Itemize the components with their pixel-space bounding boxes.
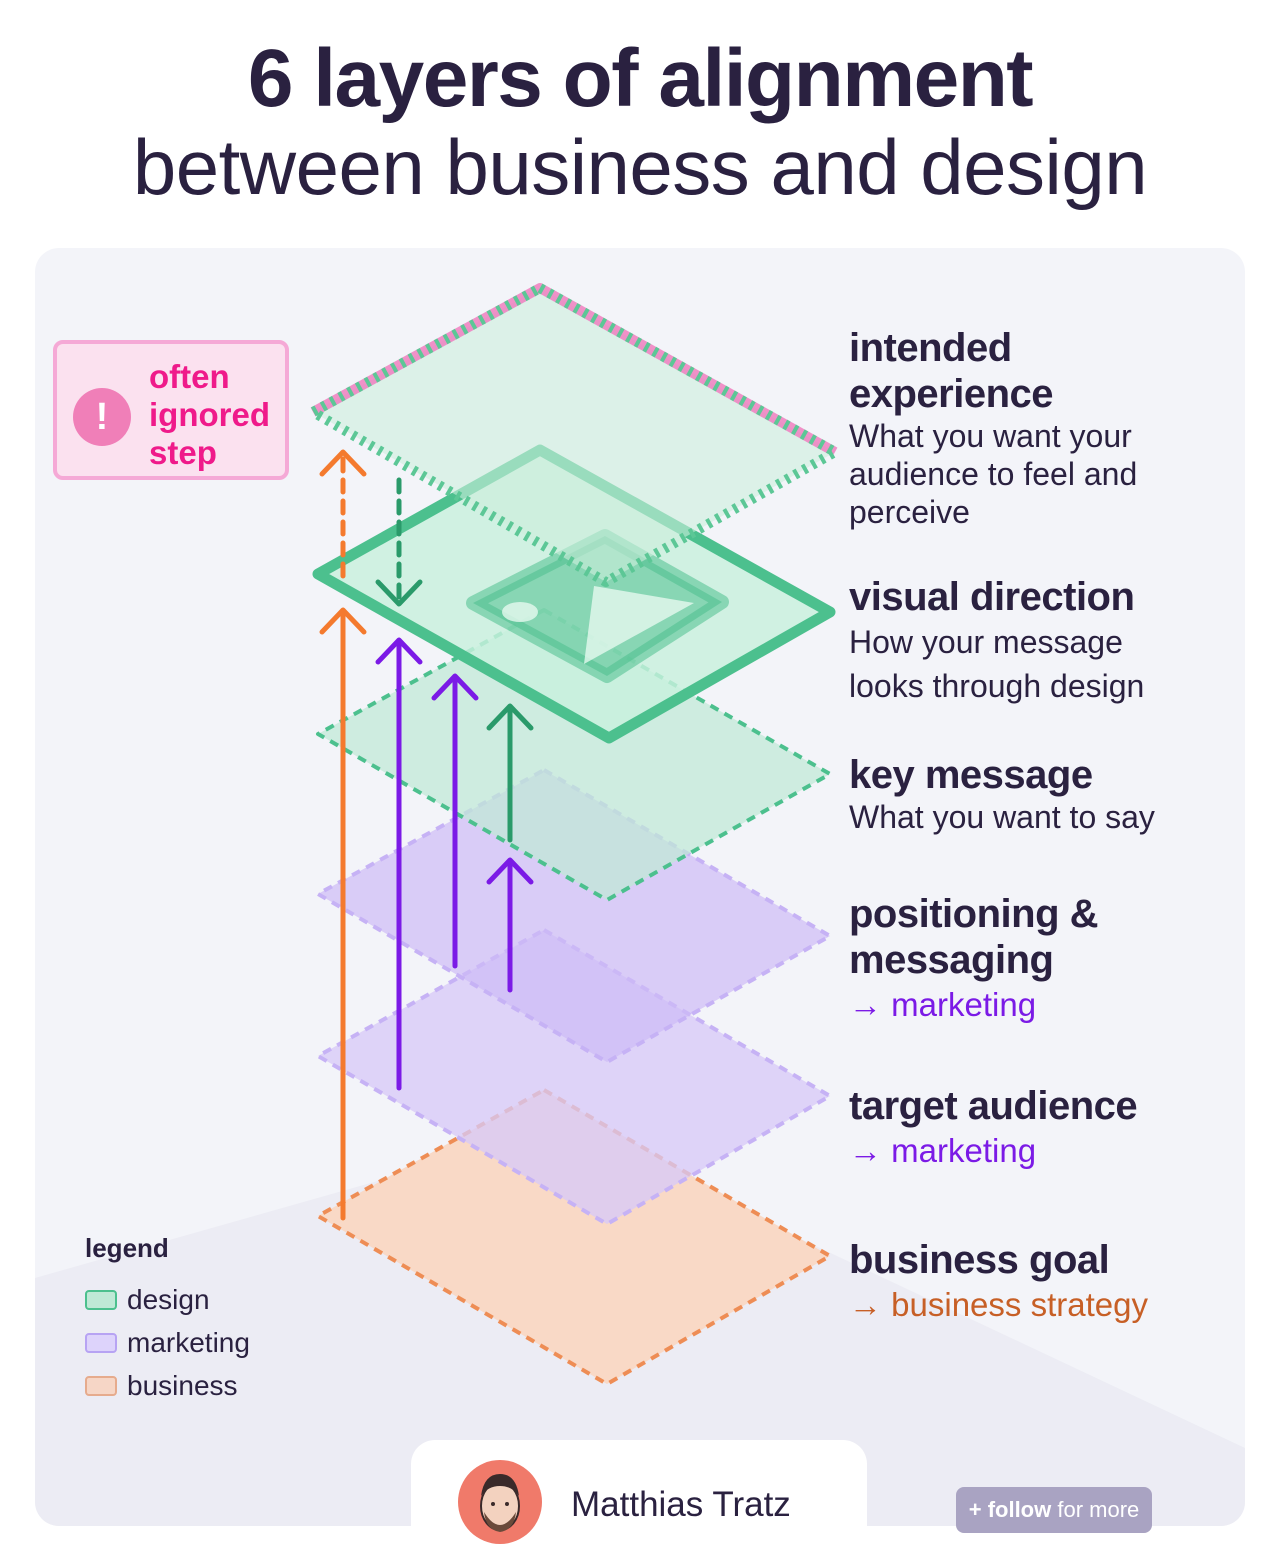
intended-experience-hatch <box>308 283 840 587</box>
callout-line: often <box>149 358 230 395</box>
layer-description: perceive <box>849 494 970 530</box>
arrow-business-to-visual <box>319 607 367 1221</box>
arrow-audience-to-visual <box>375 637 423 1091</box>
arrow-positioning-to-key-message <box>486 857 534 993</box>
layer-title: experience <box>849 372 1054 416</box>
often-ignored-callout: ! often ignored step <box>53 340 289 480</box>
legend-label: marketing <box>127 1326 250 1358</box>
callout-line: step <box>149 434 217 471</box>
layer-description: What you want your <box>849 418 1132 454</box>
label-key-message: key message What you want to say <box>849 752 1249 836</box>
legend-item-business: business <box>85 1364 250 1407</box>
layer-title: key message <box>849 753 1093 797</box>
legend: legend design marketing business <box>85 1233 250 1407</box>
image-placeholder-icon <box>466 529 729 683</box>
arrow-visual-to-experience-dashed <box>319 449 367 579</box>
arrow-experience-to-visual-dashed <box>375 477 423 607</box>
label-intended-experience: intended experience What you want your a… <box>849 325 1249 531</box>
exclamation-icon: ! <box>73 388 131 446</box>
author-badge: Matthias Tratz <box>411 1440 867 1567</box>
legend-label: business <box>127 1369 238 1401</box>
layer-tag: → business strategy <box>849 1286 1148 1323</box>
legend-swatch-design <box>85 1289 117 1310</box>
layer-tag: → marketing <box>849 986 1037 1023</box>
label-business-goal: business goal → business strategy <box>849 1237 1249 1327</box>
avatar-portrait-icon <box>480 1474 520 1532</box>
arrow-key-message-to-visual <box>486 703 534 843</box>
layer-title: intended <box>849 326 1012 370</box>
legend-swatch-business <box>85 1375 117 1396</box>
legend-item-design: design <box>85 1278 250 1321</box>
layer-title: visual direction <box>849 575 1135 619</box>
avatar[interactable] <box>458 1460 542 1544</box>
layer-title: business goal <box>849 1238 1110 1282</box>
layer-description: looks through design <box>849 668 1145 704</box>
legend-item-marketing: marketing <box>85 1321 250 1364</box>
layer-description: How your message <box>849 624 1123 660</box>
layer-plane-positioning-messaging <box>316 768 832 1064</box>
layer-description: What you want to say <box>849 799 1155 835</box>
follow-suffix: for more <box>1051 1497 1140 1522</box>
follow-button[interactable]: + follow for more <box>956 1487 1152 1533</box>
arrow-positioning-to-visual <box>431 673 479 969</box>
page-title: 6 layers of alignment <box>247 33 1034 124</box>
layer-tag: → marketing <box>849 1132 1037 1169</box>
follow-label: + follow <box>968 1497 1052 1522</box>
layer-description: audience to feel and <box>849 456 1138 492</box>
label-visual-direction: visual direction How your message looks … <box>849 574 1249 708</box>
page-subtitle: between business and design <box>132 123 1148 211</box>
legend-swatch-marketing <box>85 1332 117 1353</box>
label-target-audience: target audience → marketing <box>849 1083 1249 1173</box>
legend-label: design <box>127 1283 210 1315</box>
author-name: Matthias Tratz <box>571 1485 791 1524</box>
callout-line: ignored <box>149 396 270 433</box>
layer-plane-business-goal <box>316 1088 832 1386</box>
legend-title: legend <box>85 1233 169 1263</box>
layer-plane-intended-experience <box>313 288 835 582</box>
layer-title: positioning & <box>849 892 1099 936</box>
label-positioning-messaging: positioning & messaging → marketing <box>849 891 1249 1027</box>
layer-title: target audience <box>849 1084 1138 1128</box>
layer-plane-target-audience <box>316 928 832 1226</box>
layer-title: messaging <box>849 938 1054 982</box>
